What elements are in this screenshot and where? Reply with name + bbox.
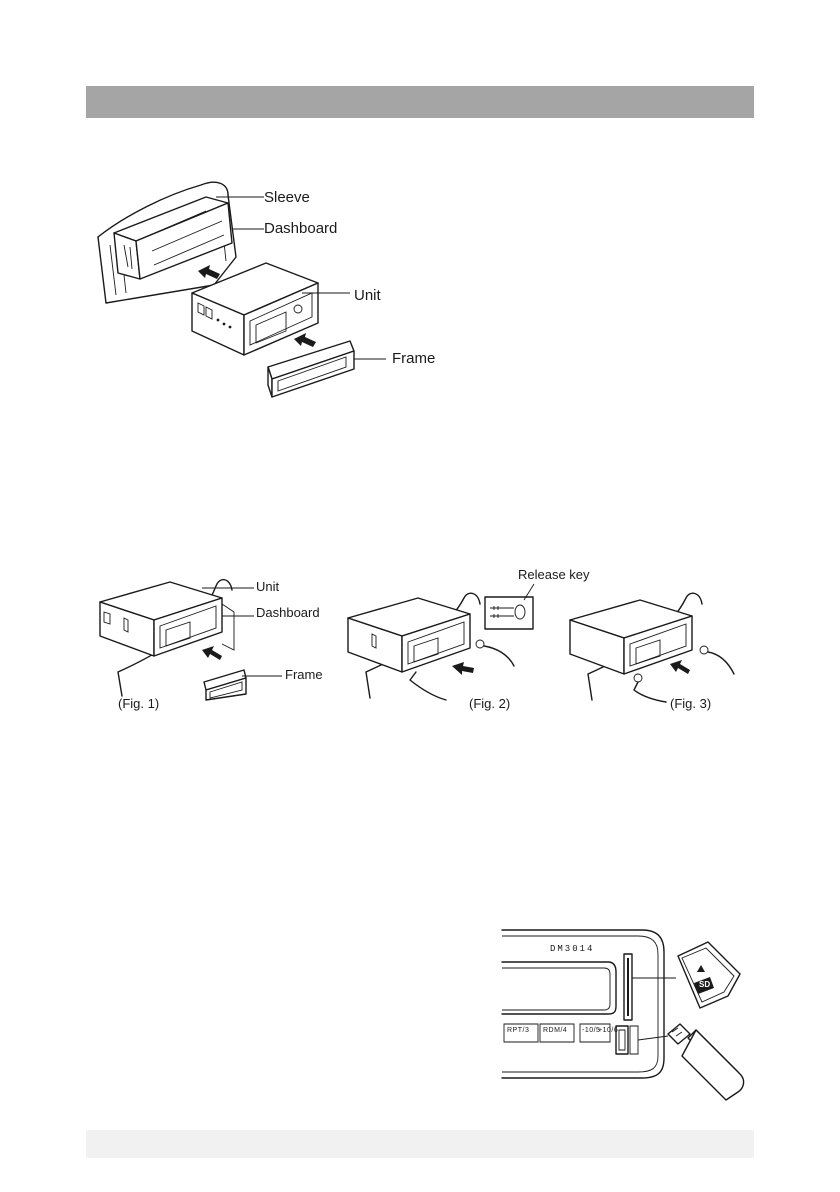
removal-label-release-key: Release key: [518, 568, 590, 581]
removal-label-unit: Unit: [256, 580, 279, 593]
removal-label-dashboard: Dashboard: [256, 606, 320, 619]
button-rdm-4: RDM/4: [543, 1027, 567, 1034]
button-rpt-3: RPT/3: [507, 1027, 529, 1034]
fig-3-caption: (Fig. 3): [670, 697, 711, 710]
removal-label-frame: Frame: [285, 668, 323, 681]
label-frame: Frame: [392, 351, 435, 366]
sd-usb-diagram: DM3014: [500, 928, 760, 1118]
button-plus-10-6: +10/6: [598, 1027, 618, 1034]
section-header-bar: [86, 86, 754, 118]
model-text: DM3014: [550, 944, 594, 954]
label-sleeve: Sleeve: [264, 190, 310, 205]
removal-fig-1-leaders: [200, 580, 320, 680]
removal-fig-3: [568, 590, 738, 708]
label-dashboard: Dashboard: [264, 221, 337, 236]
label-unit: Unit: [354, 288, 381, 303]
fig-2-caption: (Fig. 2): [469, 697, 510, 710]
fig-1-caption: (Fig. 1): [118, 697, 159, 710]
release-key-leader: [520, 582, 540, 602]
sd-logo: SD: [699, 981, 710, 989]
footer-bar: [86, 1130, 754, 1158]
installation-diagram: [96, 175, 356, 400]
